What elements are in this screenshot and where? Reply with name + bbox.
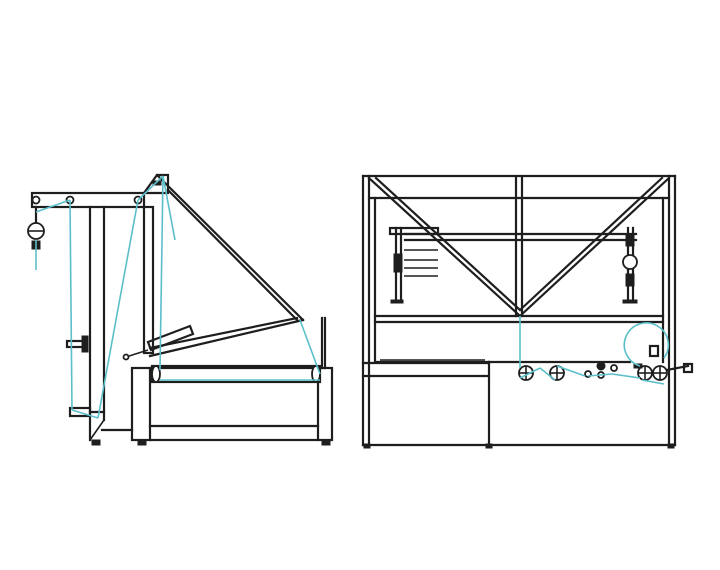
front-upper-box — [367, 196, 671, 364]
front-right-tensioner — [622, 226, 638, 304]
side-base-frame — [91, 366, 334, 446]
front-fabric-path — [519, 316, 670, 385]
tension-wheel-icon — [622, 254, 638, 270]
front-roller-row — [518, 344, 668, 381]
handle-icon — [665, 362, 694, 374]
side-tray — [122, 324, 195, 361]
side-view — [27, 173, 334, 446]
front-lower-cabinet — [373, 359, 632, 447]
side-incline-frame — [141, 173, 305, 358]
front-truss — [367, 176, 671, 318]
front-view — [361, 174, 694, 449]
side-main-column — [88, 205, 106, 442]
side-fabric-path — [35, 175, 321, 419]
front-left-tensioner — [388, 226, 440, 304]
side-brackets — [65, 335, 106, 418]
side-post — [320, 316, 327, 370]
side-top-beam — [30, 191, 146, 209]
